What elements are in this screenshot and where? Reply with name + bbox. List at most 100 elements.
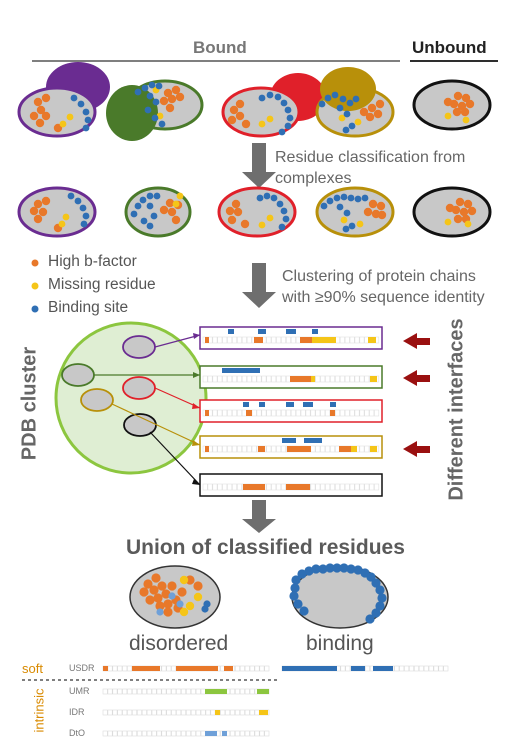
residue-cell: [364, 409, 370, 417]
track-cell: [264, 730, 270, 737]
b-factor-residue: [235, 99, 245, 109]
b-factor-residue: [161, 589, 171, 599]
b-factor-residue: [463, 199, 473, 209]
b-factor-residue: [460, 107, 470, 117]
residue-cell: [339, 336, 345, 344]
b-factor-residue: [35, 118, 45, 128]
residue-cell: [315, 409, 321, 417]
track-cell: [428, 665, 434, 672]
track-cell: [137, 688, 142, 695]
residue-cell: [246, 336, 252, 344]
track-label-dto: DtO: [69, 728, 86, 738]
binding-residue: [146, 202, 154, 210]
legend-binding-site: Binding site: [48, 299, 129, 316]
track-cell: [181, 688, 186, 695]
b-factor-residue: [33, 214, 43, 224]
residue-cell: [227, 445, 233, 453]
residue-cell: [232, 375, 237, 383]
residue-cell: [232, 336, 237, 344]
b-factor-residue: [33, 199, 43, 209]
residue-cell: [359, 409, 365, 417]
residue-cell: [320, 409, 326, 417]
residue-cell: [241, 336, 247, 344]
b-factor-residue: [233, 207, 243, 217]
track-cell: [186, 688, 191, 695]
b-factor-residue: [149, 585, 159, 595]
binding-residue: [274, 93, 282, 101]
residue-cell: [310, 409, 316, 417]
residue-cell: [369, 409, 375, 417]
track-cell: [102, 688, 108, 695]
track-cell: [200, 730, 206, 737]
track-segment: [282, 666, 337, 671]
track-label-umr: UMR: [69, 686, 90, 696]
residue-cell: [349, 375, 355, 383]
track-cell: [181, 730, 186, 737]
track-segment: [259, 710, 268, 715]
b-factor-residue: [41, 93, 51, 103]
residue-cell: [281, 375, 286, 383]
binding-residue: [144, 106, 152, 114]
binding-residue: [318, 564, 328, 574]
residue-cell: [266, 336, 272, 344]
missing-residue: [62, 213, 70, 221]
binding-residue: [348, 122, 356, 130]
b-factor-residue: [143, 579, 153, 589]
b-factor-residue: [163, 599, 173, 609]
residue-cell: [276, 445, 282, 453]
residue-cell: [330, 483, 335, 491]
row2-chains: [17, 186, 492, 238]
residue-cell: [246, 445, 252, 453]
track-cell: [117, 709, 123, 716]
complex-gold: [315, 67, 395, 138]
b-factor-residue: [29, 111, 39, 121]
binding-residue: [331, 91, 339, 99]
binding-residue: [84, 116, 92, 124]
track-cell: [394, 665, 400, 672]
residue-cell: [227, 483, 233, 491]
binding-residue: [347, 194, 355, 202]
track-cell: [433, 665, 439, 672]
binding-residue: [146, 192, 154, 200]
residue-cell: [237, 409, 242, 417]
residue-cell: [344, 336, 350, 344]
binding-residue: [278, 128, 286, 136]
residue-cell: [217, 483, 223, 491]
b-factor-residue: [376, 201, 386, 211]
track-cell: [418, 665, 424, 672]
track-cell: [190, 688, 196, 695]
binding-segment: [304, 438, 322, 443]
track-cell: [181, 709, 186, 716]
track-segment: [222, 731, 227, 736]
residue-cell: [349, 483, 355, 491]
residue-cell: [339, 375, 345, 383]
track-cell: [239, 730, 245, 737]
residue-cell: [202, 483, 208, 491]
unbound-header: Unbound: [412, 38, 487, 57]
b-factor-residue: [139, 587, 149, 597]
binding-residue: [361, 194, 369, 202]
row1-residues: [29, 81, 475, 136]
binding-residue: [284, 106, 292, 114]
residue-cell: [232, 483, 237, 491]
track-cell: [254, 665, 260, 672]
residue-cell: [281, 483, 286, 491]
track-cell: [141, 730, 147, 737]
legend-b-factor: High b-factor: [48, 253, 137, 270]
b-factor-segment: [300, 337, 312, 343]
legend-missing-residue: Missing residue: [48, 276, 156, 293]
track-cell: [112, 709, 118, 716]
binding-segment: [222, 368, 260, 373]
track-cell: [127, 688, 133, 695]
b-factor-residue: [368, 199, 378, 209]
binding-residue: [290, 583, 300, 593]
missing-residue: [356, 220, 364, 228]
track-cell: [438, 665, 444, 672]
step-classification-line2: complexes: [275, 170, 352, 187]
residue-cell: [207, 483, 213, 491]
track-cell: [127, 730, 133, 737]
b-factor-residue: [241, 119, 251, 129]
residue-cell: [212, 445, 218, 453]
binding-residue: [156, 608, 164, 616]
track-cell: [107, 709, 113, 716]
